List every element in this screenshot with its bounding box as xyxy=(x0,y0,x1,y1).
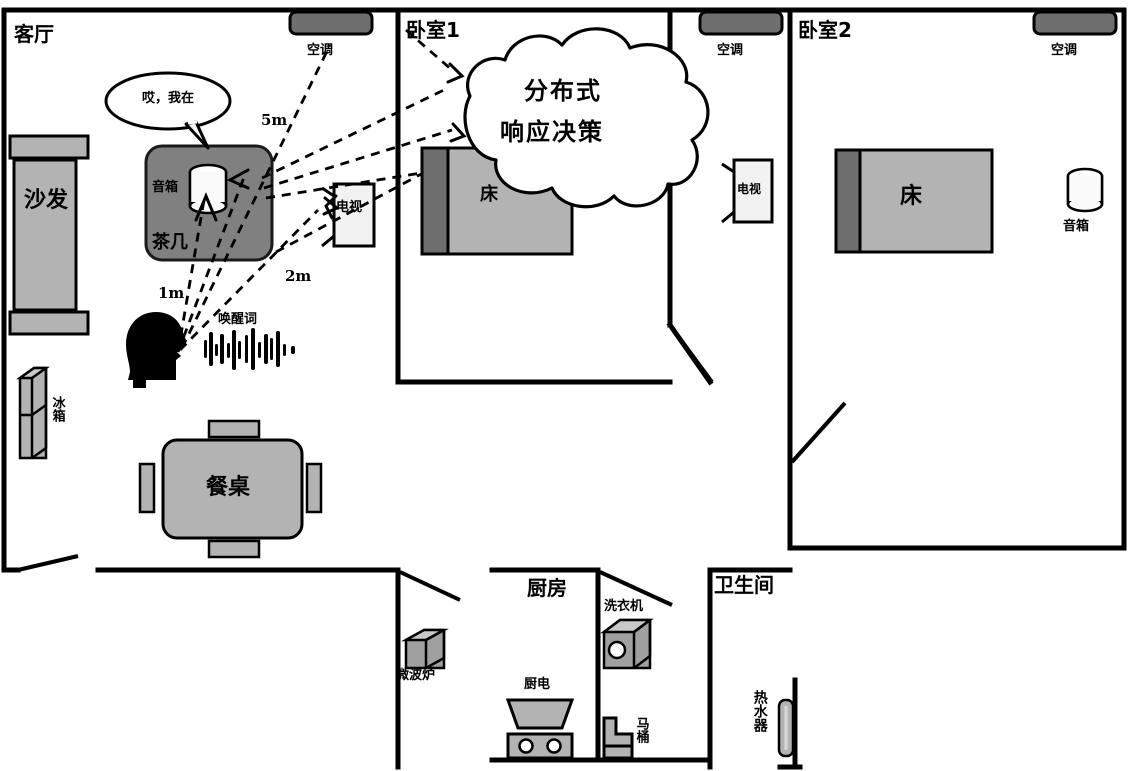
ac-bedroom-2 xyxy=(1032,10,1118,36)
signal-links xyxy=(176,28,467,353)
speech-bubble xyxy=(104,71,232,150)
door-laundry xyxy=(599,570,673,607)
smart-speaker xyxy=(188,163,228,215)
label-ac-bedroom-2: 空调 xyxy=(1051,43,1078,58)
link-person-to-speaker-2 xyxy=(176,171,248,353)
door-swings xyxy=(17,323,847,607)
label-cloud-line-2: 响应决策 xyxy=(500,118,604,146)
label-speech-bubble: 哎，我在 xyxy=(141,91,194,106)
microwave xyxy=(401,628,449,670)
label-tv-bedroom-1: 电视 xyxy=(737,182,762,196)
tv-living-room xyxy=(321,182,376,248)
room-label-living-room: 客厅 xyxy=(14,22,54,46)
label-microwave: 微波炉 xyxy=(396,668,436,683)
water-heater xyxy=(777,698,795,758)
room-label-bedroom-2: 卧室2 xyxy=(798,18,852,42)
label-distance-2m: 2m xyxy=(285,267,312,285)
label-distance-1m: 1m xyxy=(158,284,185,302)
label-washing-machine: 洗衣机 xyxy=(604,599,644,614)
room-label-bathroom: 卫生间 xyxy=(714,573,774,597)
label-fridge: 冰箱 xyxy=(49,396,65,422)
door-bedroom2 xyxy=(790,401,847,464)
arrow-into-cloud-1 xyxy=(446,62,465,84)
fridge xyxy=(16,366,50,460)
chair-bottom xyxy=(207,539,261,559)
room-label-bedroom-1: 卧室1 xyxy=(406,18,460,42)
label-bed-bedroom-1: 床 xyxy=(480,184,498,205)
toilet xyxy=(602,716,634,760)
speaker-bedroom-2 xyxy=(1066,167,1104,213)
sofa xyxy=(8,134,90,336)
dining-table xyxy=(161,438,304,540)
arrow-tv-edge xyxy=(324,194,338,220)
voice-waveform-icon xyxy=(204,328,295,370)
chair-top xyxy=(207,419,261,439)
label-water-heater: 热水器 xyxy=(751,690,768,732)
arrow-into-cloud-2 xyxy=(449,122,467,143)
label-speaker-bedroom-2: 音箱 xyxy=(1063,219,1090,234)
arrow-into-speaker xyxy=(226,168,250,190)
bed-bedroom-2 xyxy=(834,148,994,254)
link-person-to-speaker xyxy=(176,199,206,353)
label-speaker-living-room: 音箱 xyxy=(152,180,179,195)
room-label-kitchen: 厨房 xyxy=(527,576,567,600)
dining-set xyxy=(138,419,323,559)
label-ac-bedroom-1: 空调 xyxy=(717,43,744,58)
ac-bedroom-1 xyxy=(698,10,784,36)
washing-machine xyxy=(600,618,654,670)
link-speaker-to-cloud-b xyxy=(263,128,453,190)
link-person-to-tv xyxy=(179,209,319,351)
label-tv-living-room: 电视 xyxy=(336,200,363,215)
chair-left xyxy=(138,462,156,514)
cloud-shape xyxy=(463,27,710,209)
person-head-icon xyxy=(126,312,186,388)
label-toilet: 马桶 xyxy=(633,717,649,743)
ac-living-room xyxy=(288,10,374,36)
link-arrowheads xyxy=(194,62,468,222)
link-ac-to-cloud xyxy=(405,28,453,72)
label-cloud-line-1: 分布式 xyxy=(524,77,602,105)
label-kitchen-appliance: 厨电 xyxy=(524,677,551,692)
door-kitchen-hall xyxy=(399,570,461,602)
kitchen-appliance xyxy=(505,698,575,760)
door-bedroom1 xyxy=(668,323,714,384)
link-person-to-ac xyxy=(180,44,332,349)
label-wake-word: 唤醒词 xyxy=(218,312,258,327)
arrow-into-speaker-up xyxy=(194,192,218,222)
label-distance-5m: 5m xyxy=(261,111,288,129)
label-dining-table: 餐桌 xyxy=(206,475,251,500)
link-speaker-to-cloud-a xyxy=(261,86,449,180)
tv-bedroom-1 xyxy=(721,158,774,224)
door-living-room-entry xyxy=(17,554,79,572)
label-coffee-table: 茶几 xyxy=(152,232,188,253)
chair-right xyxy=(305,462,323,514)
label-ac-living-room: 空调 xyxy=(307,43,334,58)
label-bed-bedroom-2: 床 xyxy=(900,184,923,209)
label-sofa: 沙发 xyxy=(23,188,68,213)
